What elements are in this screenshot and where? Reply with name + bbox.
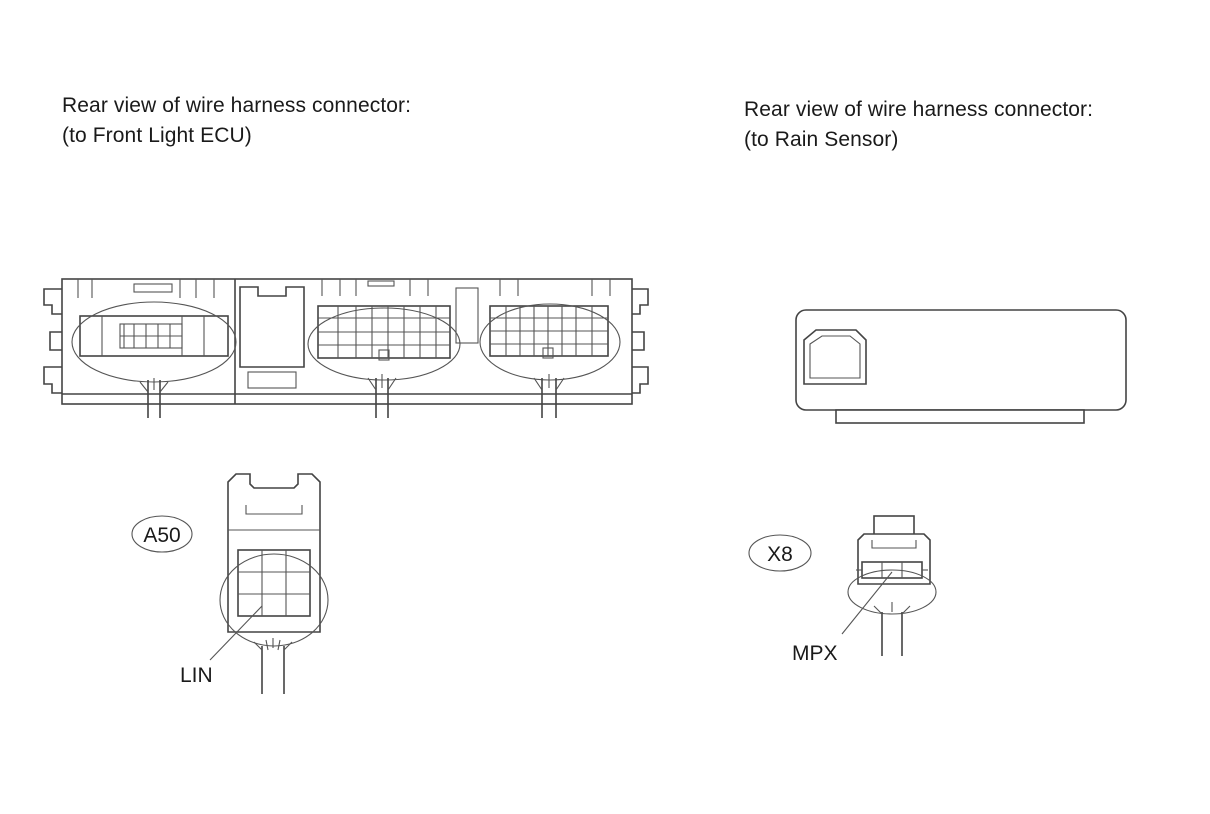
caption-line: Rear view of wire harness connector: [744,98,1094,121]
x8-connector: X8 MPX [748,515,937,665]
x8-connector-id: X8 [767,543,793,566]
front-light-ecu-unit [43,278,649,418]
caption-line: Rear view of wire harness connector: [62,94,412,117]
caption-line: (to Rain Sensor) [744,128,899,151]
rain-sensor-unit [795,309,1127,424]
a50-connector: A50 LIN [131,473,329,694]
x8-mpx-terminal-label: MPX [792,642,838,665]
caption-line: (to Front Light ECU) [62,124,252,147]
rain-sensor-caption: Rear view of wire harness connector: (to… [744,95,1093,155]
a50-connector-id: A50 [143,524,180,547]
a50-connector-id-oval [131,515,193,553]
front-light-ecu-caption: Rear view of wire harness connector: (to… [62,91,411,151]
x8-connector-id-oval [748,534,812,572]
a50-lin-terminal-label: LIN [180,664,213,687]
